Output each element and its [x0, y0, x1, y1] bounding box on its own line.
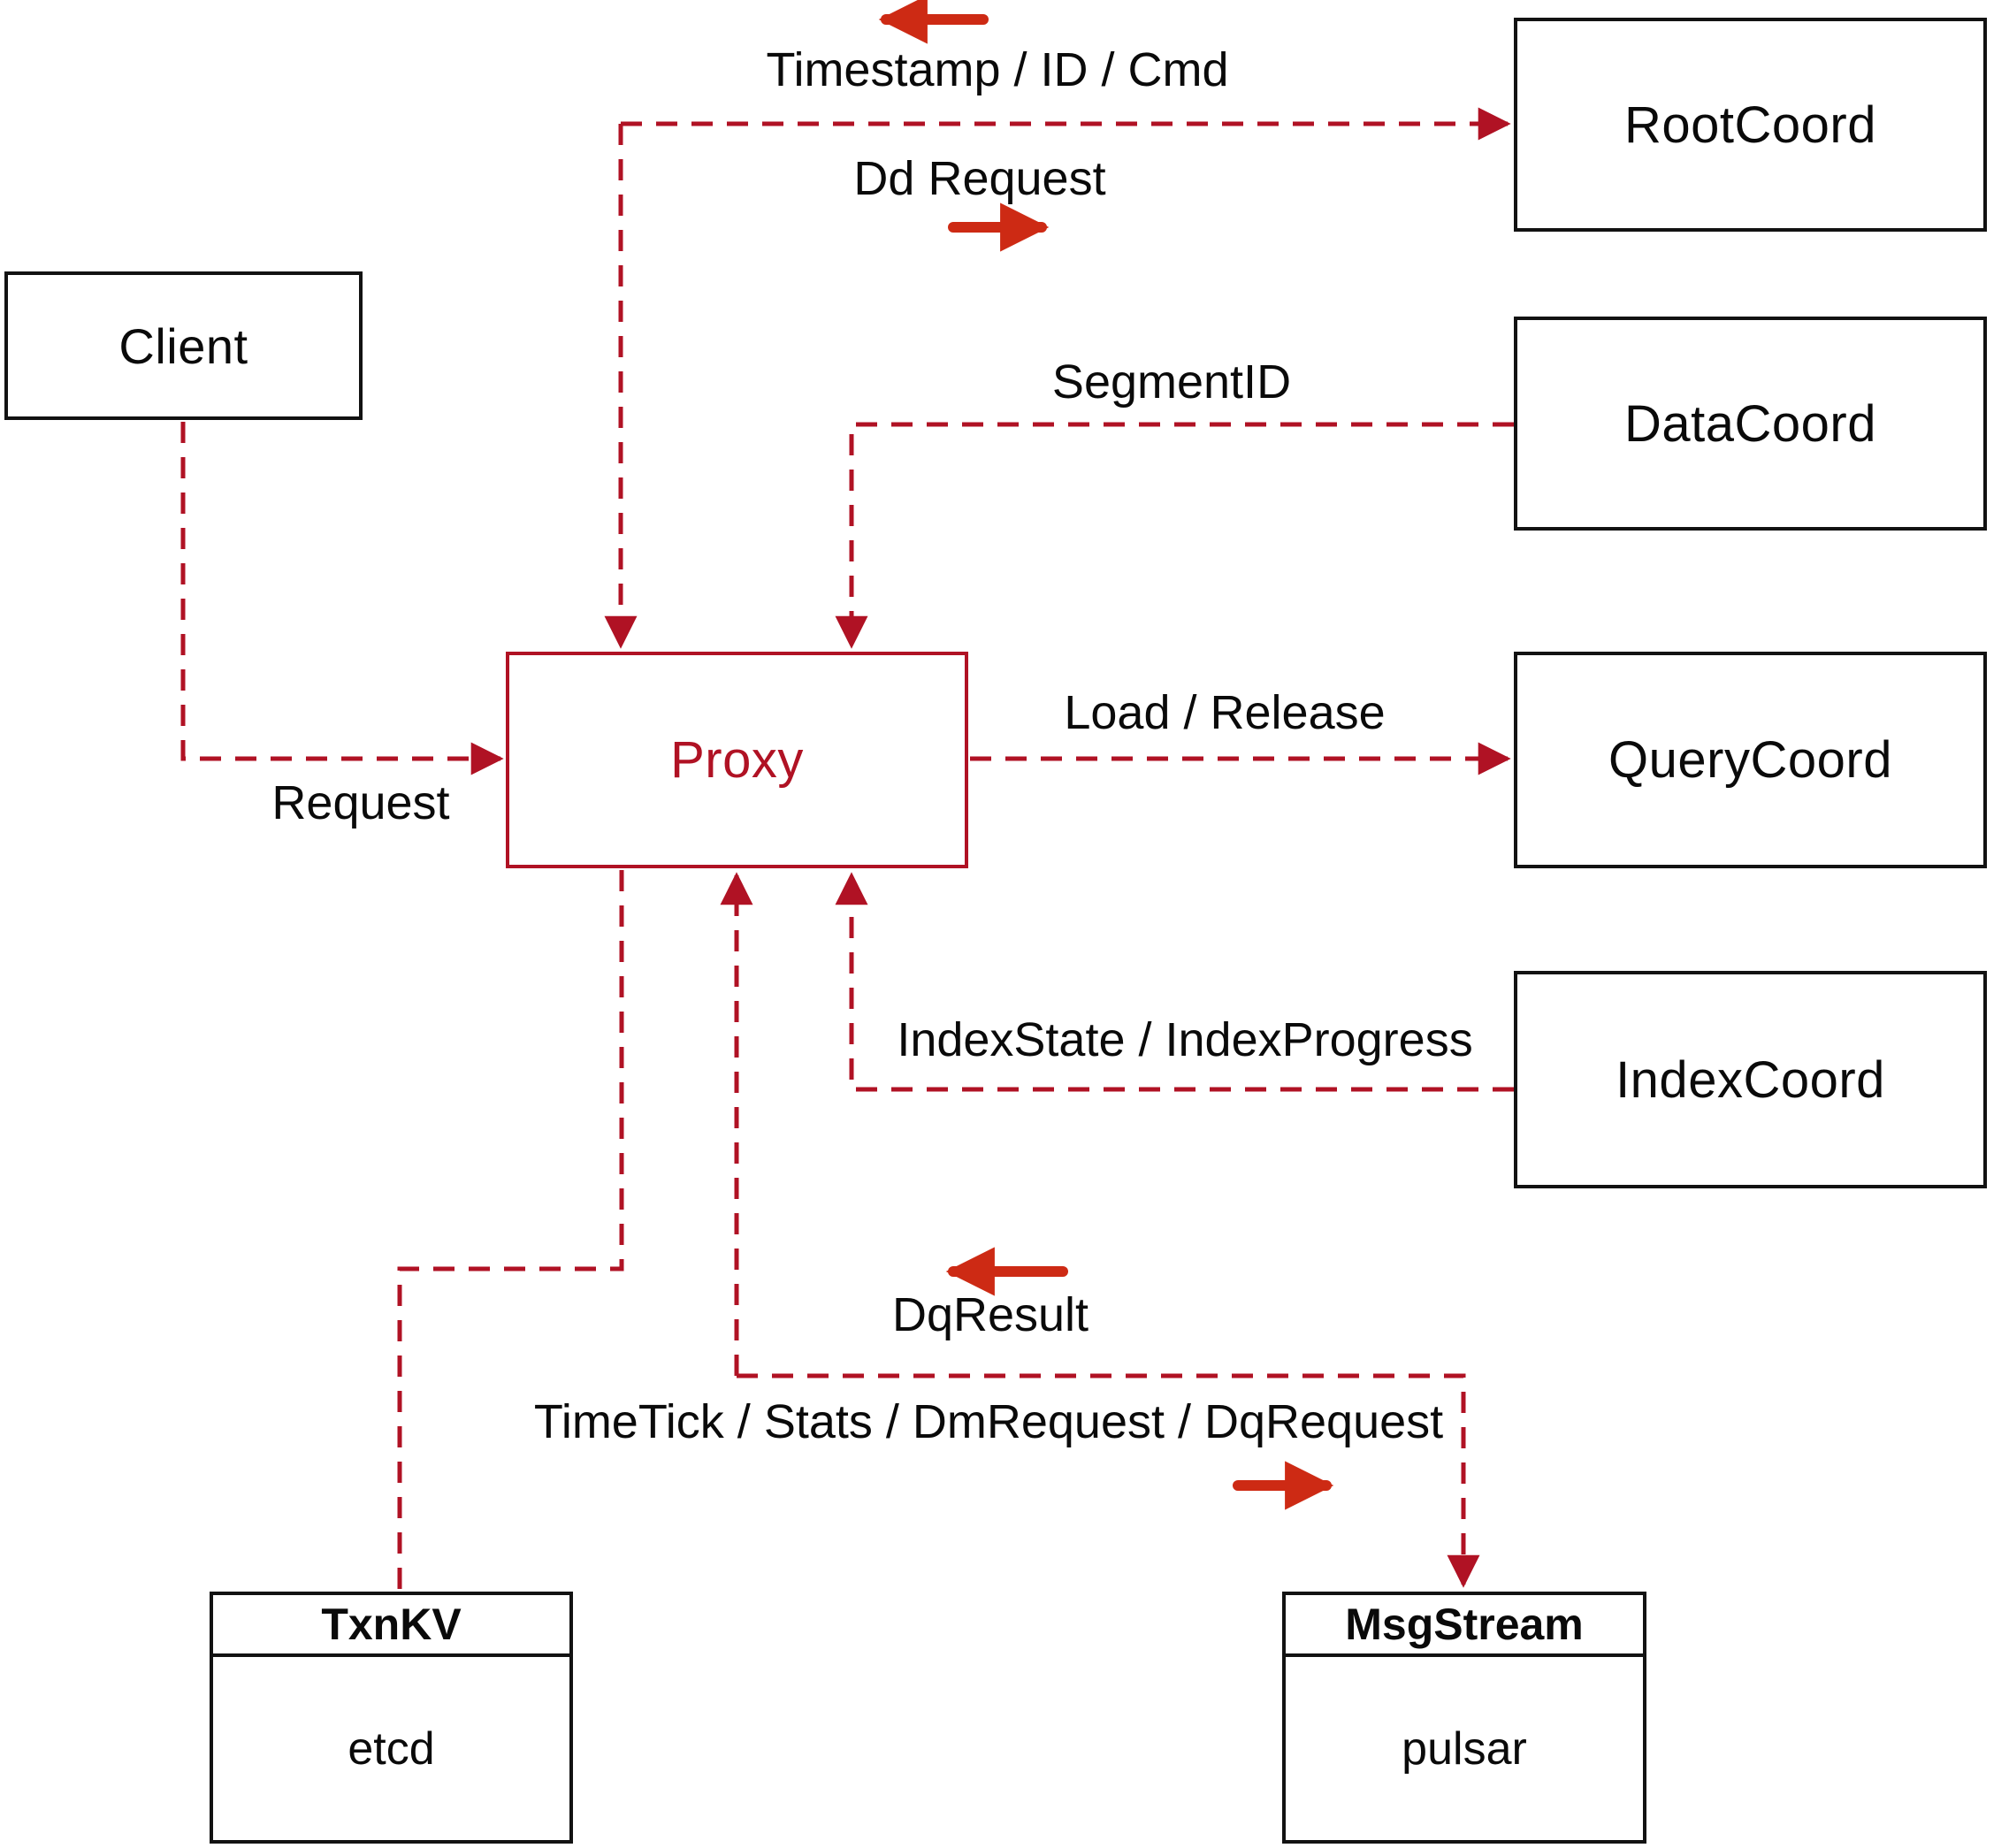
client-node-label: Client: [118, 317, 248, 374]
rootcoord-node: RootCoord: [1514, 18, 1987, 232]
datacoord-node: DataCoord: [1514, 317, 1987, 531]
proxy-node: Proxy: [506, 652, 968, 868]
edge-label-segment-id: SegmentID: [1051, 355, 1292, 409]
edge-label-request: Request: [271, 776, 450, 829]
msgstream-node-title: MsgStream: [1286, 1595, 1643, 1657]
querycoord-node-label: QueryCoord: [1608, 731, 1892, 789]
txnkv-node-subtitle: etcd: [348, 1722, 435, 1775]
datacoord-node-label: DataCoord: [1624, 394, 1876, 453]
rootcoord-node-label: RootCoord: [1624, 95, 1876, 154]
edge-label-index-state: IndexState / IndexProgress: [897, 1013, 1473, 1066]
edge-label-timestamp-id-cmd: Timestamp / ID / Cmd: [766, 43, 1229, 96]
edge-proxy-to-txnkv: [397, 870, 624, 1590]
txnkv-node-title: TxnKV: [213, 1595, 569, 1657]
indexcoord-node: IndexCoord: [1514, 971, 1987, 1188]
edge-client-to-proxy: [180, 422, 504, 775]
msgstream-node: MsgStream pulsar: [1282, 1592, 1646, 1844]
edge-indexcoord-to-proxy: [835, 872, 1514, 1092]
querycoord-node: QueryCoord: [1514, 652, 1987, 868]
msgstream-node-subtitle: pulsar: [1402, 1722, 1527, 1775]
indexcoord-node-label: IndexCoord: [1616, 1050, 1885, 1109]
client-node: Client: [4, 271, 363, 420]
edge-proxy-to-msgstream: [737, 1373, 1480, 1588]
edge-label-dd-request: Dd Request: [853, 152, 1106, 205]
proxy-node-label: Proxy: [670, 731, 804, 789]
edge-label-dq-result: DqResult: [891, 1288, 1089, 1341]
txnkv-node: TxnKV etcd: [210, 1592, 573, 1844]
edge-datacoord-to-proxy: [835, 422, 1514, 649]
edge-label-load-release: Load / Release: [1064, 686, 1386, 739]
edge-label-time-tick: TimeTick / Stats / DmRequest / DqRequest: [533, 1395, 1444, 1448]
